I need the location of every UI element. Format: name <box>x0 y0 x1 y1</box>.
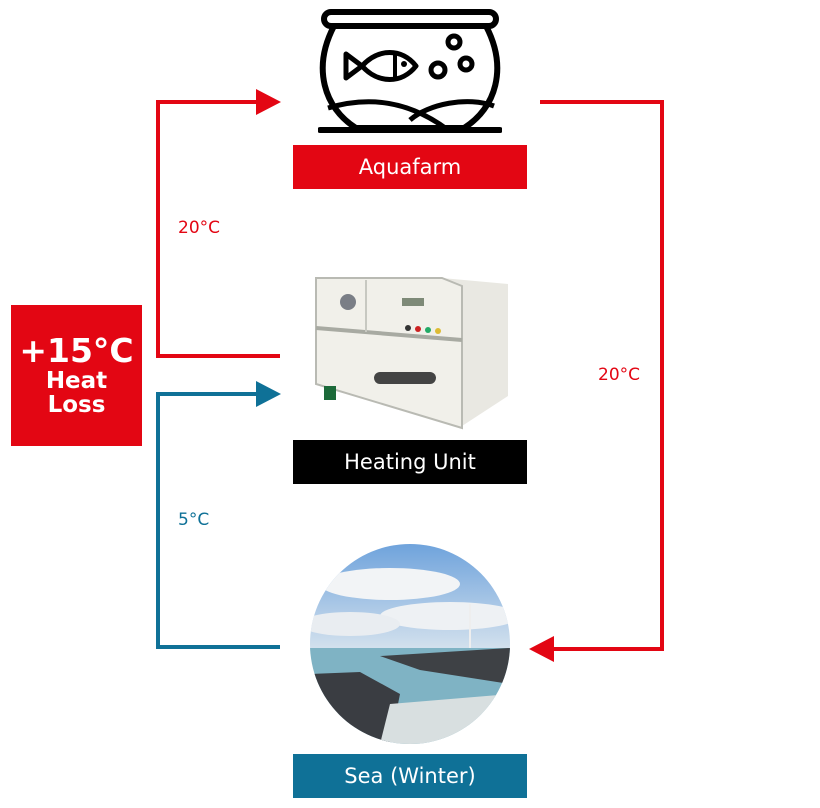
sea-photo <box>310 544 510 744</box>
arrowhead-to-aquafarm <box>256 89 281 115</box>
sea-label: Sea (Winter) <box>293 754 527 798</box>
arrowhead-to-sea <box>529 636 554 662</box>
temp-label-sea: 5°C <box>178 510 210 530</box>
temp-label-supply: 20°C <box>178 218 221 238</box>
aquafarm-label: Aquafarm <box>293 145 527 189</box>
fishbowl-icon <box>318 9 502 133</box>
flow-line-heating-to-aquafarm <box>156 100 280 358</box>
arrowhead-to-heating <box>256 381 281 407</box>
heating-unit-photo <box>315 277 508 430</box>
heat-loss-line2: Loss <box>47 391 106 418</box>
heat-loss-line1: Heat <box>45 367 108 394</box>
heating-unit-label: Heating Unit <box>293 440 527 484</box>
temp-label-return: 20°C <box>598 365 641 385</box>
heat-loss-value: +15°C <box>19 331 134 371</box>
flow-line-sea-to-heating <box>156 392 280 649</box>
flow-line-aquafarm-to-sea <box>540 100 664 651</box>
heat-loss-badge: +15°C Heat Loss <box>11 305 142 446</box>
